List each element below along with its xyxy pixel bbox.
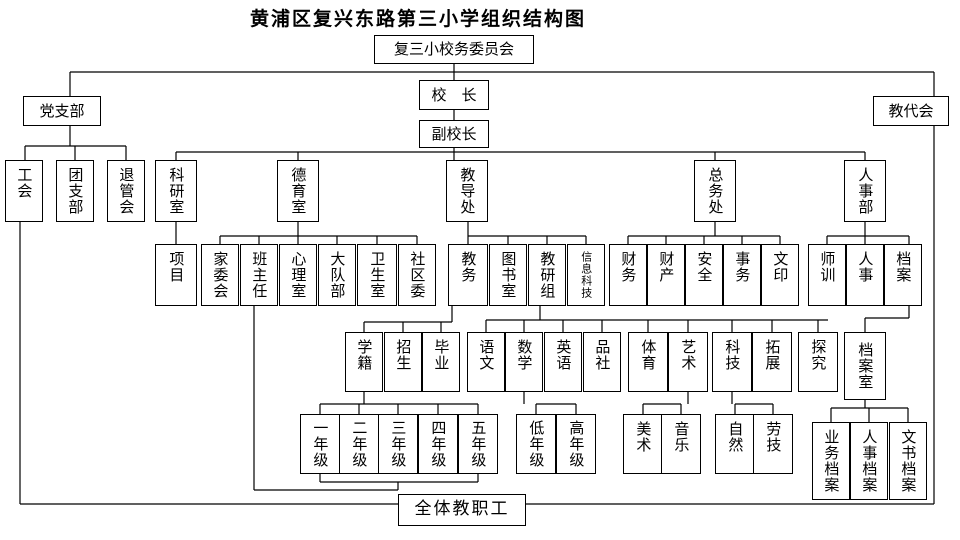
fine-art-box: 美术 [623, 414, 663, 474]
document-archive-box: 文书档案 [889, 422, 927, 500]
research-office-box: 科研室 [155, 160, 197, 222]
research-group-box: 教研组 [528, 244, 566, 306]
archive-room-box: 档案室 [844, 332, 886, 400]
personnel-box: 人事 [846, 244, 884, 306]
psychology-room-box: 心理室 [279, 244, 317, 306]
academic-affairs-box: 教务 [448, 244, 488, 306]
moral-office-box: 德育室 [277, 160, 319, 222]
chinese-box: 语文 [467, 332, 505, 392]
parents-committee-box: 家委会 [201, 244, 239, 306]
math-box: 数学 [505, 332, 543, 392]
staff-congress-box: 教代会 [873, 96, 949, 126]
archives-box: 档案 [884, 244, 922, 306]
english-box: 英语 [544, 332, 582, 392]
chart-title: 黄浦区复兴东路第三小学组织结构图 [250, 8, 587, 30]
community-committee-box: 社区委 [398, 244, 436, 306]
pe-box: 体育 [628, 332, 668, 392]
school-committee-box: 复三小校务委员会 [374, 35, 534, 64]
all-staff-box: 全体教职工 [398, 494, 526, 526]
enrollment-box: 招生 [384, 332, 422, 392]
teacher-training-box: 师训 [808, 244, 846, 306]
grade-4-box: 四年级 [418, 414, 458, 474]
printing-box: 文印 [761, 244, 799, 306]
health-room-box: 卫生室 [357, 244, 397, 306]
vice-principal-box: 副校长 [419, 120, 489, 148]
class-teacher-box: 班主任 [240, 244, 278, 306]
general-affairs-box: 总务处 [694, 160, 736, 222]
student-status-box: 学籍 [345, 332, 383, 392]
nature-box: 自然 [715, 414, 755, 474]
arts-box: 艺术 [668, 332, 708, 392]
grade-3-box: 三年级 [378, 414, 418, 474]
high-grade-box: 高年级 [556, 414, 596, 474]
inquiry-box: 探究 [798, 332, 838, 392]
affairs-box: 事务 [723, 244, 761, 306]
graduation-box: 毕业 [422, 332, 460, 392]
grade-2-box: 二年级 [339, 414, 379, 474]
youth-league-box: 团支部 [56, 160, 94, 222]
retired-committee-box: 退管会 [107, 160, 145, 222]
it-box: 信息科技 [567, 244, 605, 306]
science-tech-box: 科技 [712, 332, 752, 392]
moral-society-box: 品社 [583, 332, 621, 392]
brigade-box: 大队部 [318, 244, 356, 306]
business-archive-box: 业务档案 [812, 422, 850, 500]
personnel-archive-box: 人事档案 [850, 422, 888, 500]
grade-5-box: 五年级 [458, 414, 498, 474]
labor-tech-box: 劳技 [753, 414, 793, 474]
music-box: 音乐 [661, 414, 701, 474]
party-branch-box: 党支部 [23, 96, 101, 126]
extension-box: 拓展 [752, 332, 792, 392]
finance-box: 财务 [609, 244, 647, 306]
grade-1-box: 一年级 [300, 414, 340, 474]
principal-box: 校 长 [419, 80, 489, 110]
teaching-office-box: 教导处 [446, 160, 488, 222]
projects-box: 项目 [155, 244, 197, 306]
low-grade-box: 低年级 [516, 414, 556, 474]
union-box: 工会 [5, 160, 43, 222]
safety-box: 安全 [685, 244, 723, 306]
assets-box: 财产 [647, 244, 685, 306]
library-box: 图书室 [489, 244, 527, 306]
hr-department-box: 人事部 [844, 160, 886, 222]
